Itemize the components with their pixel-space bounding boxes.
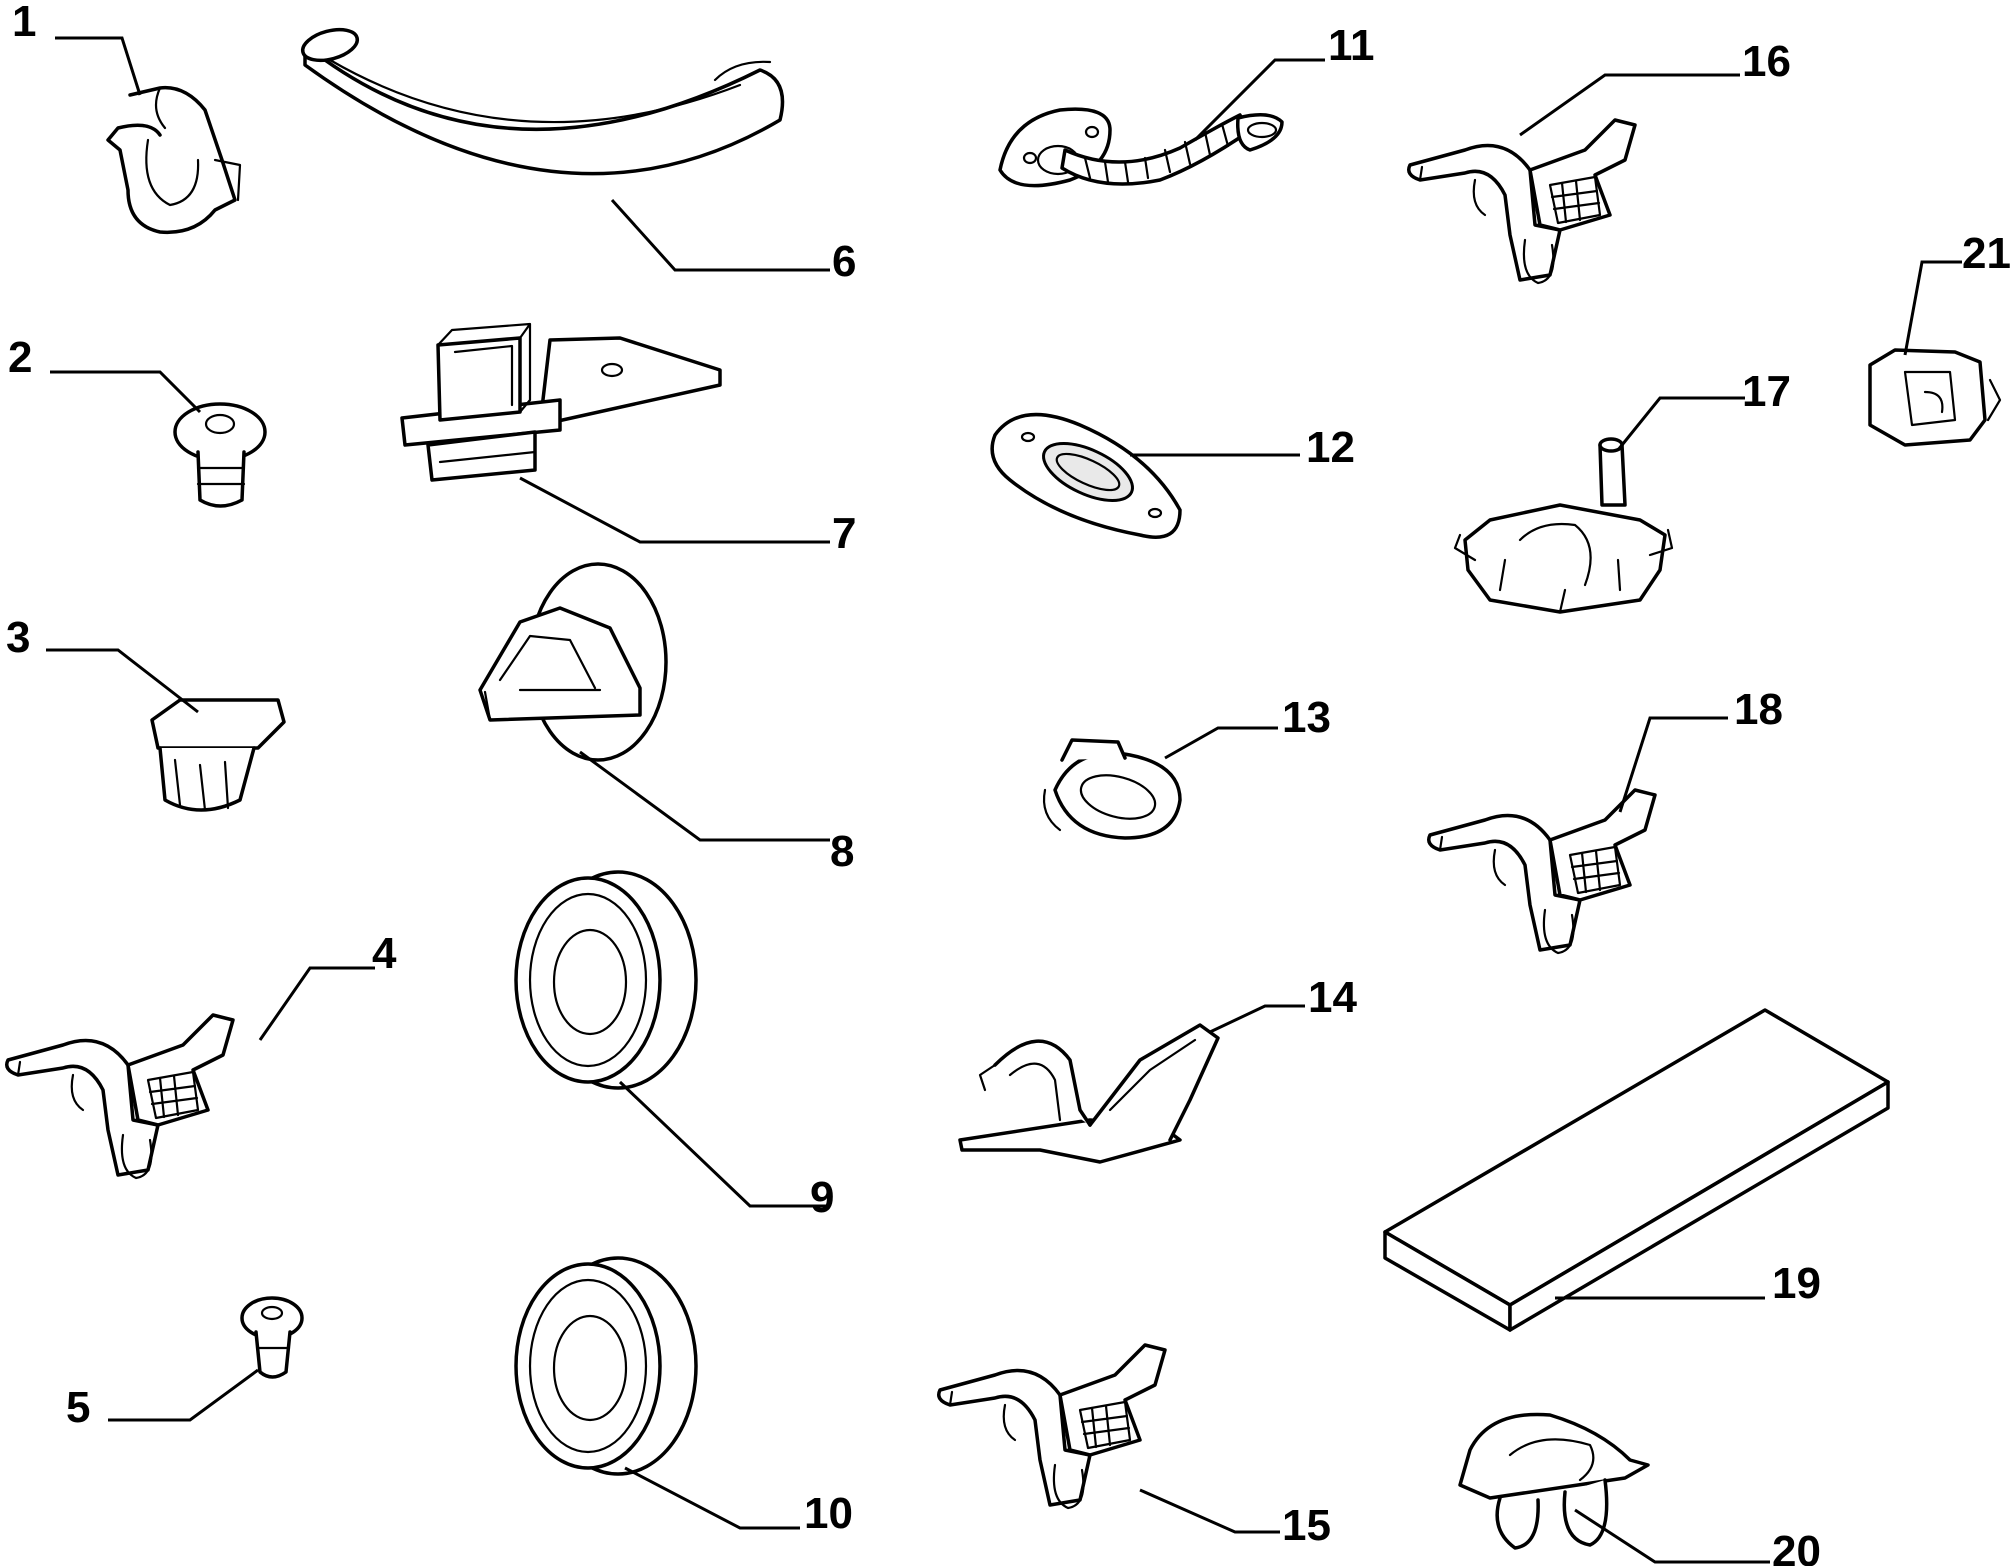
part-number-9: 9 <box>810 1173 834 1222</box>
part-number-3: 3 <box>6 613 30 662</box>
part-11-corrugated-tube <box>998 107 1284 188</box>
part-14-spring-clip <box>958 1023 1220 1164</box>
label-line-20 <box>1574 1508 1770 1564</box>
part-12-oval-grommet <box>990 412 1182 539</box>
label-line-14 <box>1209 1004 1305 1034</box>
part-number-13: 13 <box>1282 693 1331 742</box>
part-9-grommet <box>514 870 698 1090</box>
part-number-21: 21 <box>1962 229 2011 278</box>
part-16-cable-clip <box>1407 118 1637 285</box>
part-8-clip-on-disc <box>478 562 668 762</box>
part-number-14: 14 <box>1308 973 1357 1022</box>
label-line-6 <box>610 198 830 272</box>
part-number-20: 20 <box>1772 1527 1821 1566</box>
part-number-2: 2 <box>8 333 32 382</box>
part-number-10: 10 <box>804 1489 853 1538</box>
part-2-push-screw <box>173 402 267 508</box>
label-line-13 <box>1164 726 1278 760</box>
part-number-6: 6 <box>832 237 856 286</box>
part-21-small-clip <box>1868 348 2002 447</box>
part-number-19: 19 <box>1772 1259 1821 1308</box>
label-line-1 <box>55 36 142 96</box>
part-13-ring-clip <box>1042 738 1182 840</box>
label-line-4 <box>258 966 375 1041</box>
label-line-17 <box>1616 396 1745 451</box>
part-number-7: 7 <box>832 509 856 558</box>
part-17-stud-clip <box>1453 437 1674 614</box>
part-number-16: 16 <box>1742 37 1791 86</box>
part-number-11: 11 <box>1328 21 1375 70</box>
label-line-11 <box>1193 58 1325 142</box>
part-15-cable-clip <box>937 1343 1167 1510</box>
label-line-10 <box>624 1466 800 1530</box>
part-10-grommet <box>514 1256 698 1476</box>
part-6-curved-sleeve <box>300 27 785 176</box>
label-line-9 <box>618 1080 830 1208</box>
part-1-harness-clip <box>106 85 242 235</box>
part-number-17: 17 <box>1742 367 1791 416</box>
part-18-cable-clip <box>1427 788 1657 955</box>
label-line-3 <box>46 648 199 714</box>
part-number-1: 1 <box>12 0 36 46</box>
label-line-21 <box>1903 260 1962 356</box>
label-line-2 <box>50 370 202 414</box>
label-line-5 <box>108 1368 259 1422</box>
label-line-8 <box>579 750 830 842</box>
label-line-7 <box>519 476 830 544</box>
part-19-foam-pad <box>1383 1008 1890 1332</box>
part-5-small-push-screw <box>240 1296 304 1379</box>
part-number-5: 5 <box>66 1383 90 1432</box>
part-number-15: 15 <box>1282 1501 1331 1550</box>
part-7-bracket-connector <box>400 322 722 482</box>
part-number-12: 12 <box>1306 423 1355 472</box>
label-line-18 <box>1618 716 1728 813</box>
label-line-15 <box>1139 1488 1280 1534</box>
part-4-cable-clip <box>5 1013 235 1180</box>
part-number-8: 8 <box>830 827 854 876</box>
part-number-4: 4 <box>372 929 397 978</box>
label-line-16 <box>1519 73 1740 137</box>
part-3-square-plug <box>150 698 286 812</box>
part-number-18: 18 <box>1734 685 1783 734</box>
part-20-double-clip <box>1458 1412 1650 1550</box>
